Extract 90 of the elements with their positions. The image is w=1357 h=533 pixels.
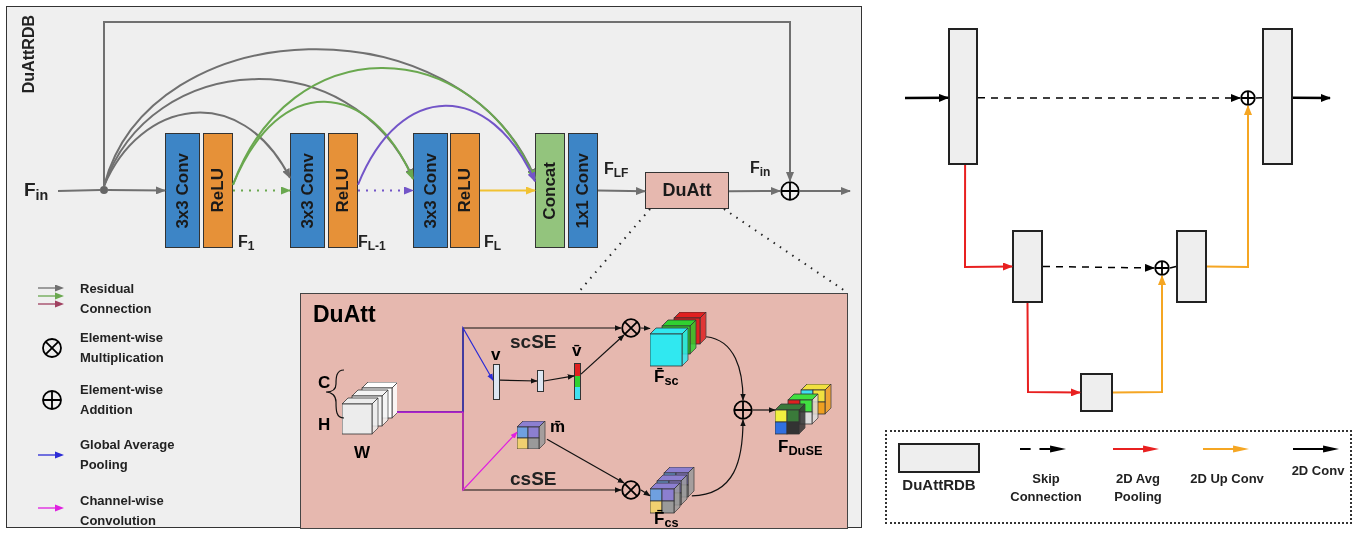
arrow (640, 489, 651, 497)
arrow (580, 334, 625, 375)
layer-box: Concat (535, 133, 565, 248)
feature-label: F$_{L}$ (484, 232, 502, 252)
feature-label: v̄ (572, 342, 582, 360)
layer-box: 3x3 Conv (413, 133, 448, 248)
feature-label: F̄$_{cs}$ (654, 510, 679, 528)
vector-bar (493, 364, 500, 400)
legend-text: 2D Avg Pooling (1113, 470, 1163, 506)
arrow (1042, 263, 1155, 272)
arrow (640, 325, 651, 331)
block-box (948, 28, 978, 165)
addition-symbol (733, 400, 753, 420)
arrow (1293, 93, 1331, 102)
arrow (597, 187, 646, 196)
panel-title: DuAtt (313, 300, 376, 328)
arrow (479, 186, 536, 195)
arrow (705, 336, 746, 401)
legend-text: Element-wise Multiplication (80, 329, 165, 367)
branch-label: scSE (510, 332, 557, 352)
arrow (499, 378, 538, 384)
arrow (232, 66, 536, 186)
addition-symbol (1154, 260, 1170, 276)
spatial-map-cube-drawing (517, 421, 547, 449)
arrow (752, 407, 776, 413)
feature-label: F$_{1}$ (238, 232, 255, 252)
block-box (1262, 28, 1293, 165)
legend-text: DuAttRDB (901, 476, 977, 494)
legend-text: Element-wise Addition (80, 381, 165, 419)
arrow (1112, 275, 1166, 394)
arrow (232, 186, 291, 195)
legend-text: 2D Conv (1290, 462, 1346, 480)
connector-line (57, 189, 101, 193)
arrow (977, 94, 1241, 102)
layer-box: 1x1 Conv (568, 133, 598, 248)
legend-text: Global Average Pooling (80, 436, 176, 474)
addition-symbol (1240, 90, 1256, 106)
block-box (1080, 373, 1113, 412)
arrow (799, 187, 851, 195)
legend-text: Residual Connection (80, 280, 153, 318)
layer-box: ReLU (203, 133, 233, 248)
arrow (107, 186, 166, 195)
attention-panel (300, 293, 848, 529)
arrow (728, 187, 781, 196)
feature-label: F̄$_{sc}$ (654, 368, 679, 386)
legend-text: Skip Connection (1009, 470, 1083, 506)
attention-block: DuAtt (645, 172, 729, 209)
vector-bar (537, 370, 544, 392)
arrow (1206, 105, 1252, 268)
arrow (546, 438, 625, 484)
legend-text: Channel-wise Convolution (80, 492, 165, 530)
feature-map-cubes-drawing (650, 312, 708, 367)
arrow (103, 21, 794, 187)
block-box (1012, 230, 1043, 303)
branch-label: csSE (510, 469, 557, 489)
multiplication-symbol (621, 318, 641, 338)
feature-label: m̄ (550, 418, 566, 436)
arrow (357, 104, 536, 186)
arrow (964, 164, 1013, 271)
connector-line (1255, 97, 1263, 99)
arrow (905, 93, 949, 102)
layer-box: ReLU (450, 133, 480, 248)
layer-box: 3x3 Conv (165, 133, 200, 248)
arrow (396, 411, 518, 492)
feature-label: F$_{L-1}$ (358, 232, 386, 252)
feature-label: F$_{in}$ (750, 158, 771, 178)
layer-box: ReLU (328, 133, 358, 248)
arrow (543, 374, 575, 382)
feature-label: v (491, 346, 501, 364)
vector-bar (574, 363, 581, 400)
multiplication-symbol (621, 480, 641, 500)
panel-title: DuAttRDB (19, 15, 38, 94)
arrow (691, 419, 746, 497)
block-box (1176, 230, 1207, 303)
feature-label: C (318, 374, 331, 392)
addition-symbol (780, 181, 800, 201)
block-panel (6, 6, 862, 528)
arrow (357, 186, 414, 195)
layer-box: 3x3 Conv (290, 133, 325, 248)
feature-label: F$_{DuSE}$ (778, 438, 823, 456)
legend-text: 2D Up Conv (1189, 470, 1265, 488)
input-label: F$_{in}$ (24, 177, 58, 203)
feature-label: F$_{LF}$ (604, 159, 629, 179)
arrow (103, 78, 414, 187)
feature-label: H (318, 416, 331, 434)
feature-map-cubes-drawing (775, 384, 835, 436)
arrow (103, 48, 536, 187)
arrow (1026, 302, 1081, 397)
connector-line (1169, 265, 1177, 269)
feature-label: W (354, 444, 371, 462)
